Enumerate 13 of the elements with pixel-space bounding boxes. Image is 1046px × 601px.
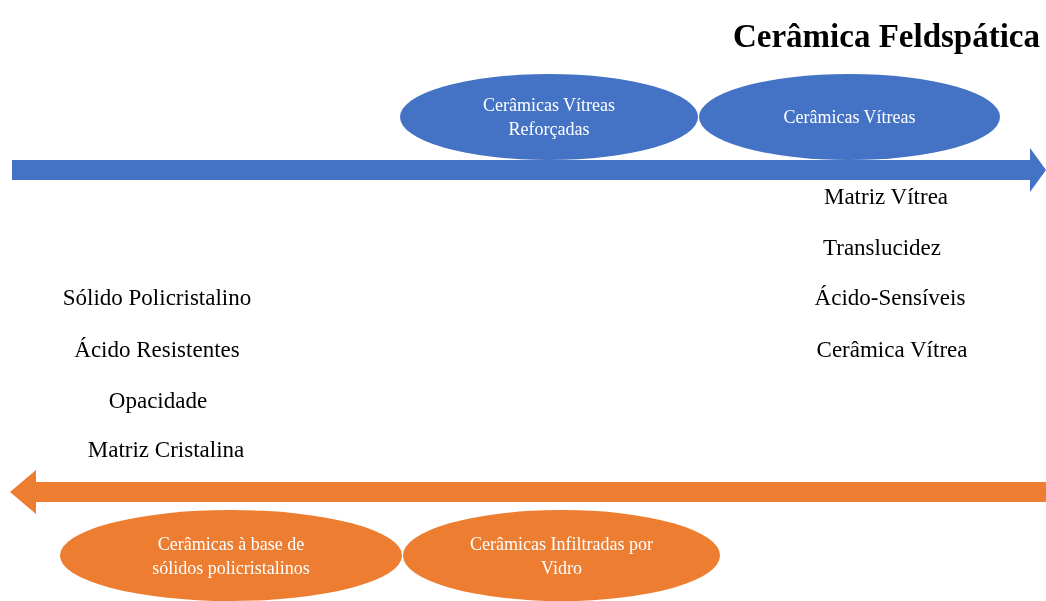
property-text: Matriz Cristalina <box>87 435 245 464</box>
property-text: Cerâmica Vítrea <box>816 335 968 364</box>
node-label: Cerâmicas à base de sólidos policristalinos <box>151 532 311 580</box>
property-text: Matriz Vítrea <box>823 182 949 211</box>
property-text: Ácido Resistentes <box>74 335 240 364</box>
property-text: Opacidade <box>108 386 208 415</box>
title: Cerâmica Feldspática <box>733 17 1040 56</box>
node-label: Cerâmicas Vítreas <box>783 106 916 129</box>
node-label: Cerâmicas Vítreas Reforçadas <box>481 94 617 141</box>
property-text: Sólido Policristalino <box>62 283 252 312</box>
property-text: Translucidez <box>823 233 941 262</box>
node-label: Cerâmicas Infiltradas por Vidro <box>469 532 654 580</box>
property-text: Ácido-Sensíveis <box>814 283 966 312</box>
